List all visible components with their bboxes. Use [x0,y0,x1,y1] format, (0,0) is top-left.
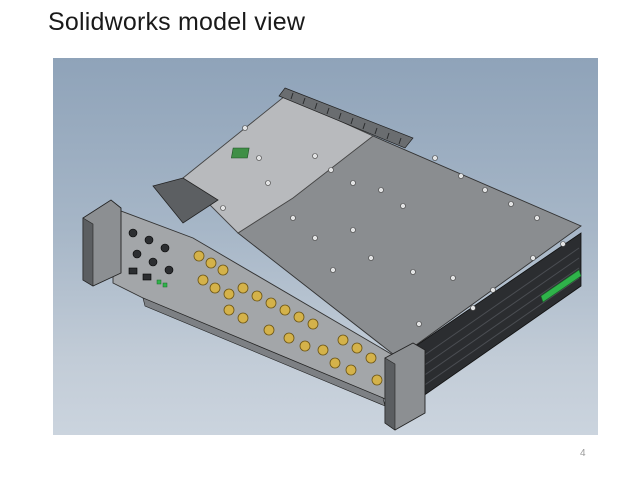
led-strip [540,269,582,303]
cad-model-drawing [82,87,582,431]
right-handle-face [384,357,396,431]
page-number: 4 [580,448,586,459]
cad-model-image [53,58,598,435]
front-ports [128,228,174,281]
front-indicators [156,279,168,288]
lid-plate [182,95,374,234]
rear-connector-pins [290,92,402,145]
left-handle-face [82,217,94,287]
sma-connectors [193,250,383,386]
left-recess-block [152,177,219,224]
rear-connector-rail [278,87,414,149]
slide-title: Solidworks model view [48,8,306,36]
chassis-side-grooves [402,247,580,401]
cover-screws [220,125,566,327]
green-chip [231,147,250,159]
